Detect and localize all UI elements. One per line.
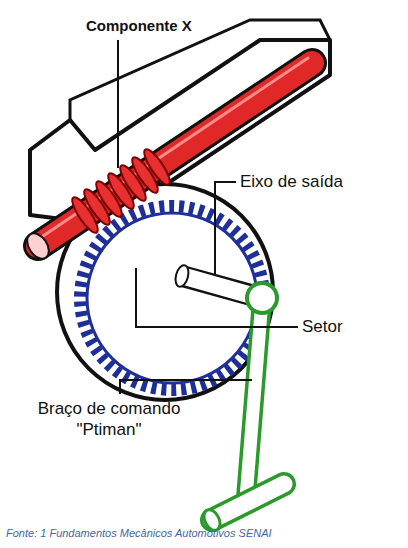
source-caption: Fonte: 1 Fundamentos Mecânicos Automotiv… (6, 527, 272, 539)
shaft-end (23, 229, 54, 262)
pitman-arm (246, 300, 262, 498)
shaft-highlight (40, 58, 308, 238)
part-label: Eixo de saída (240, 171, 343, 192)
worm-shaft (38, 63, 312, 246)
sector-teeth (80, 206, 264, 390)
worm-coils (68, 146, 173, 236)
part-label: Setor (302, 316, 343, 337)
pitman-hub (247, 283, 277, 313)
output-shaft-end (173, 264, 190, 288)
part-label: Componente X (86, 17, 192, 36)
leader-lines (118, 40, 298, 394)
part-label: Braço de comando "Ptiman" (20, 398, 198, 441)
ball-stud (212, 484, 284, 520)
ball-stud-outline (212, 484, 284, 520)
housing-case (57, 184, 273, 400)
worm-shaft-outline (38, 63, 312, 246)
pitman-arm-outline (246, 300, 262, 498)
